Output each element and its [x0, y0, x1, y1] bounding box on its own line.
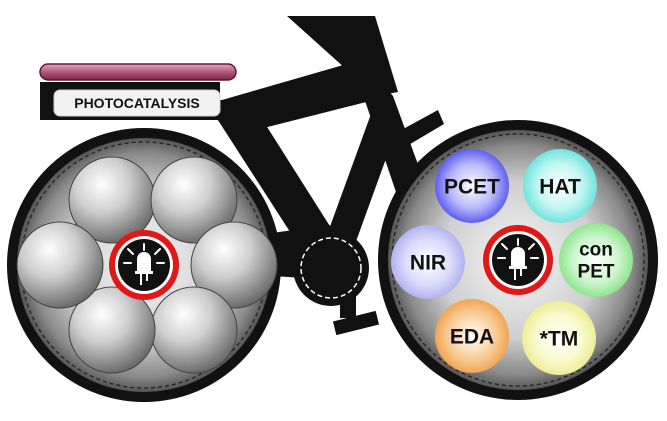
- ball-nir-label-1: NIR: [410, 251, 446, 274]
- right-led-bulb-icon: [483, 225, 553, 295]
- ball-conpet-label-1: con: [579, 240, 613, 261]
- seat-tube: [205, 100, 345, 266]
- ball-eda-circle: [435, 299, 509, 373]
- ball-pcet-circle: [435, 149, 509, 223]
- left-ball-3: [190, 221, 278, 309]
- ball-eda: EDA: [435, 299, 509, 373]
- photocatalysis-label-box: [53, 89, 221, 117]
- rear-arm: [383, 110, 444, 156]
- down-tube: [320, 92, 400, 258]
- left-ball-5: [68, 286, 156, 374]
- left-led-bulb-icon: [109, 230, 179, 300]
- chainring-dash: [300, 237, 362, 299]
- ball-tm-label-1: *TM: [540, 327, 579, 350]
- ball-nir: NIR: [391, 225, 465, 299]
- right-bulb-dome: [511, 247, 525, 266]
- ball-hat-circle: [523, 149, 597, 223]
- ball-hat: HAT: [523, 149, 597, 223]
- left-wheel: [7, 128, 281, 402]
- ball-pcet-label-1: PCET: [444, 175, 500, 198]
- ball-conpet-label-2: PET: [578, 262, 615, 283]
- pedal: [332, 310, 380, 336]
- right-bulb-ray-1: [501, 243, 508, 250]
- left-bulb-ray-1: [127, 248, 134, 255]
- ball-hat-label-1: HAT: [539, 175, 581, 198]
- left-ball-6: [16, 221, 104, 309]
- photocatalysis-label: PHOTOCATALYSIS: [74, 95, 200, 111]
- chainring: [293, 230, 369, 306]
- right-bulb-base: [509, 266, 527, 269]
- ball-tm: *TM: [522, 301, 596, 375]
- ball-conpet-circle: [559, 223, 633, 297]
- ball-nir-circle: [391, 225, 465, 299]
- saddle: [39, 63, 237, 81]
- left-bulb-base: [135, 271, 153, 274]
- ball-eda-label-1: EDA: [450, 325, 494, 348]
- right-bulb-ray-3: [528, 243, 535, 250]
- left-bulb-ray-3: [154, 248, 161, 255]
- left-ball-2: [150, 156, 238, 244]
- left-ball-4: [150, 286, 238, 374]
- ball-tm-circle: [522, 301, 596, 375]
- left-bulb-dome: [137, 252, 151, 271]
- ball-pcet: PCET: [435, 149, 509, 223]
